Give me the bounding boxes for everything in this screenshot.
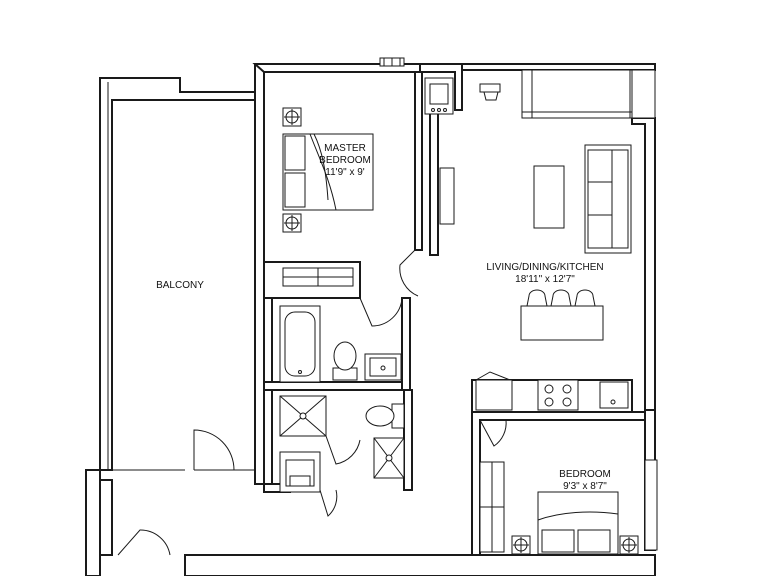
bedroom-size: 9'3" x 8'7" [563,481,607,492]
master-bedroom [263,71,439,299]
bedroom-name: BEDROOM [559,469,611,480]
living-name: LIVING/DINING/KITCHEN [486,262,604,273]
master-bedroom-name-line2: BEDROOM [319,155,371,166]
bathroom-ensuite [263,389,413,517]
second-bedroom [471,411,658,556]
kitchen-top [424,77,501,115]
balcony-label: BALCONY [140,280,220,292]
master-bedroom-size: 11'9" x 9' [325,167,365,178]
bathroom-main [263,297,411,391]
living-label: LIVING/DINING/KITCHEN 18'11" x 12'7" [470,262,620,286]
living-size: 18'11" x 12'7" [515,274,575,285]
window-living [521,69,656,119]
master-bedroom-name-line1: MASTER [324,143,366,154]
kitchen-counter [471,371,633,413]
entry-doors [99,429,255,556]
balcony-name: BALCONY [156,280,204,291]
living-dining [439,144,632,341]
bedroom-label: BEDROOM 9'3" x 8'7" [535,469,635,493]
master-bedroom-label: MASTER BEDROOM 11'9" x 9' [300,143,390,179]
vent [379,57,405,67]
balcony-area [99,77,256,471]
